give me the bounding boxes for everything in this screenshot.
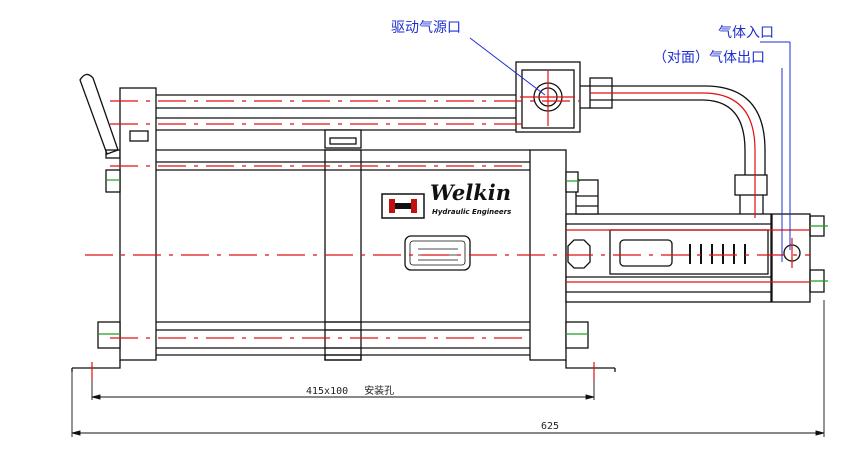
overall-length-dimension: 625 bbox=[541, 421, 560, 432]
mount-holes-dimension: 415x100 安装孔 bbox=[306, 386, 394, 398]
drive-air-inlet-label: 驱动气源口 bbox=[391, 20, 461, 36]
logo-brand: Welkin bbox=[430, 180, 512, 205]
drive-cylinder bbox=[119, 87, 580, 361]
handle-lever bbox=[79, 73, 121, 159]
gas-booster-head bbox=[565, 179, 825, 303]
gas-outlet-label: （对面）气体出口 bbox=[653, 50, 765, 66]
dimension-lines bbox=[71, 300, 825, 437]
tie-rod-nuts bbox=[97, 169, 589, 349]
base-bracket bbox=[71, 360, 616, 372]
mount-holes-value: 415x100 bbox=[306, 386, 349, 397]
leader-lines bbox=[469, 37, 791, 262]
centerlines bbox=[85, 70, 810, 380]
name-plate bbox=[404, 235, 471, 271]
mount-holes-label: 安装孔 bbox=[364, 386, 395, 397]
gas-tube bbox=[612, 85, 768, 215]
welkin-logo-mark bbox=[381, 193, 425, 219]
logo-tagline: Hydraulic Engineers bbox=[432, 208, 512, 216]
gas-inlet-label: 气体入口 bbox=[718, 25, 774, 41]
green-marks bbox=[98, 179, 828, 335]
